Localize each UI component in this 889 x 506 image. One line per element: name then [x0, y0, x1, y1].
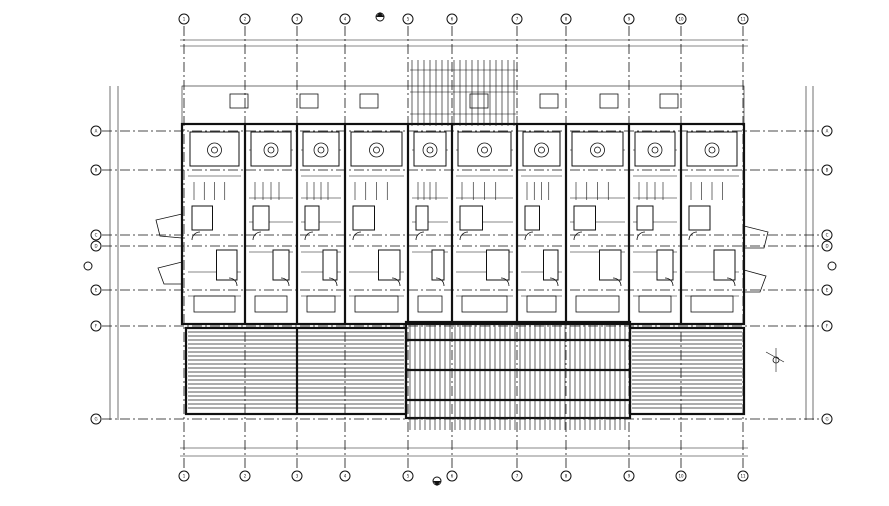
grid-bubble-bottom-11-label: 11 [740, 474, 746, 479]
grid-bubble-bottom-7: 7 [511, 470, 523, 482]
grid-bubble-top-10: 10 [675, 13, 687, 25]
deck-hatching [188, 328, 742, 414]
grid-bubble-top-4-label: 4 [344, 17, 347, 22]
grid-bubble-right-D: D [821, 240, 833, 252]
grid-bubble-top-9-label: 9 [628, 17, 631, 22]
grid-bubble-top-2-label: 2 [244, 17, 247, 22]
grid-bubble-bottom-10-label: 10 [678, 474, 684, 479]
grid-bubble-top-1: 1 [178, 13, 190, 25]
grid-bubble-top-5: 5 [402, 13, 414, 25]
grid-bubble-right-F-label: F [826, 324, 829, 329]
grid-bubble-bottom-1: 1 [178, 470, 190, 482]
grid-bubble-top-4: 4 [339, 13, 351, 25]
grid-bubble-right-D-label: D [825, 244, 828, 249]
grid-bubble-right-G: G [821, 413, 833, 425]
north-arrow-icon [765, 348, 785, 372]
grid-bubble-right-A: A [821, 125, 833, 137]
grid-bubble-top-10-label: 10 [678, 17, 684, 22]
grid-bubble-bottom-9: 9 [623, 470, 635, 482]
unit-interiors [155, 85, 769, 324]
grid-bubble-bottom-3: 3 [291, 470, 303, 482]
grid-bubble-top-1-label: 1 [183, 17, 186, 22]
grid-bubble-left-F: F [90, 320, 102, 332]
grid-bubble-top-8-label: 8 [565, 17, 568, 22]
grid-bubble-bottom-4: 4 [339, 470, 351, 482]
grid-bubble-left-G-label: G [94, 417, 97, 422]
grid-bubble-bottom-11: 11 [737, 470, 749, 482]
grid-bubble-bottom-8-label: 8 [565, 474, 568, 479]
grid-bubble-bottom-9-label: 9 [628, 474, 631, 479]
grid-bubble-left-A-label: A [95, 129, 98, 134]
grid-bubble-top-11-label: 11 [740, 17, 746, 22]
grid-bubble-bottom-3-label: 3 [296, 474, 299, 479]
grid-bubbles-right: A B C D E F G [821, 125, 833, 425]
grid-bubble-bottom-8: 8 [560, 470, 572, 482]
grid-bubble-left-C-label: C [95, 233, 98, 238]
grid-bubble-top-2: 2 [239, 13, 251, 25]
grid-bubble-bottom-6: 6 [446, 470, 458, 482]
grid-bubble-bottom-10: 10 [675, 470, 687, 482]
grid-bubble-right-G-label: G [825, 417, 828, 422]
grid-bubble-right-F: F [821, 320, 833, 332]
grid-bubble-left-C: C [90, 229, 102, 241]
grid-bubble-bottom-7-label: 7 [516, 474, 519, 479]
grid-bubble-left-F-label: F [95, 324, 98, 329]
grid-bubble-left-D-label: D [94, 244, 97, 249]
grid-bubble-left-G: G [90, 413, 102, 425]
grid-bubble-left-B-label: B [95, 168, 98, 173]
grid-bubble-right-A-label: A [826, 129, 829, 134]
grid-bubble-right-C: C [821, 229, 833, 241]
grid-bubble-top-11: 11 [737, 13, 749, 25]
grid-bubble-left-D: D [90, 240, 102, 252]
grid-bubbles-bottom: 1 2 3 4 5 6 7 8 9 10 11 [178, 470, 749, 482]
grid-lines [102, 26, 820, 470]
grid-bubble-bottom-2-label: 2 [244, 474, 247, 479]
grid-bubble-right-E: E [821, 284, 833, 296]
grid-bubble-top-6: 6 [446, 13, 458, 25]
grid-bubble-left-B: B [90, 164, 102, 176]
grid-bubble-bottom-1-label: 1 [183, 474, 186, 479]
section-marker-icon [375, 12, 442, 486]
grid-bubble-right-B-label: B [826, 168, 829, 173]
grid-bubbles-left: A B C D E F G [90, 125, 102, 425]
grid-bubble-top-5-label: 5 [407, 17, 410, 22]
grid-bubble-bottom-2: 2 [239, 470, 251, 482]
grid-bubble-right-E-label: E [826, 288, 829, 293]
grid-bubble-right-B: B [821, 164, 833, 176]
grid-bubble-top-3: 3 [291, 13, 303, 25]
grid-bubble-left-A: A [90, 125, 102, 137]
grid-bubble-top-7: 7 [511, 13, 523, 25]
grid-bubble-left-E-label: E [95, 288, 98, 293]
grid-bubble-top-8: 8 [560, 13, 572, 25]
grid-bubble-bottom-6-label: 6 [451, 474, 454, 479]
grid-bubble-left-E: E [90, 284, 102, 296]
pergola-slats [406, 60, 630, 430]
grid-bubbles-top: 1 2 3 4 5 6 7 8 9 10 11 [178, 13, 749, 25]
grid-bubble-top-9: 9 [623, 13, 635, 25]
dimension-strings [109, 39, 814, 457]
side-marker-icon [83, 261, 837, 271]
grid-bubble-bottom-4-label: 4 [344, 474, 347, 479]
grid-bubble-right-C-label: C [826, 233, 829, 238]
grid-bubble-bottom-5: 5 [402, 470, 414, 482]
grid-bubble-bottom-5-label: 5 [407, 474, 410, 479]
grid-bubble-top-6-label: 6 [451, 17, 454, 22]
grid-bubble-top-7-label: 7 [516, 17, 519, 22]
grid-bubble-top-3-label: 3 [296, 17, 299, 22]
